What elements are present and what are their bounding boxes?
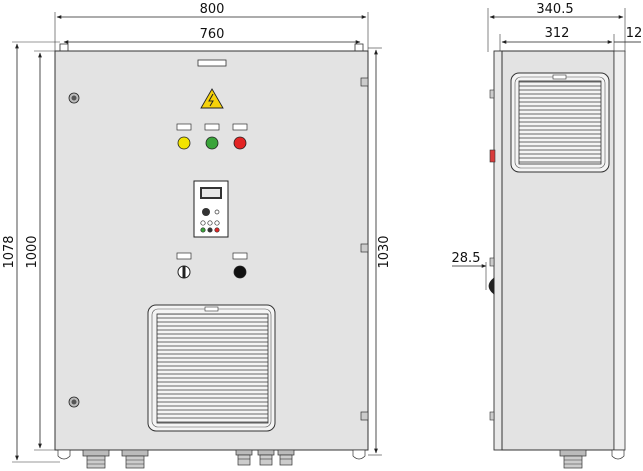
keypad-display [193,180,229,238]
dim-label-340-5: 340.5 [536,2,573,17]
indicator-lamp-red [233,136,247,150]
cable-gland [235,449,253,466]
cable-gland [257,449,275,466]
hinge [489,89,495,99]
indicator-label-plate [232,123,248,131]
vent-grille [147,304,276,432]
side-view: 340.5 312 12 [452,2,643,469]
side-door-edge [493,50,503,451]
cable-gland [82,449,110,469]
dim-label-28-5: 28.5 [452,251,481,266]
side-handle-knob [488,277,495,295]
dim-label-12: 12 [626,26,643,41]
top-nameplate [197,59,227,67]
dim-label-1078: 1078 [2,235,17,268]
dim-label-760: 760 [200,27,225,42]
hinge [489,257,495,267]
indicator-label-plate [176,123,192,131]
dim-label-312: 312 [545,26,570,41]
switch-label-plate [232,252,248,260]
dim-label-1000: 1000 [25,235,40,268]
warning-icon [200,88,224,109]
screw-icon [68,92,80,104]
cable-gland [277,449,295,466]
mount-tab-bottom-side [611,449,625,460]
push-button-black [233,265,247,279]
vent-grille [510,72,610,173]
switch-label-plate [176,252,192,260]
hinge [360,77,369,87]
side-red-tab [489,149,496,163]
mount-tab-bottom-left [57,449,71,460]
mount-tab-bottom-right [352,449,366,460]
cable-gland [121,449,149,469]
indicator-lamp-green [205,136,219,150]
side-back-rail [613,50,626,451]
dim-label-1030: 1030 [377,235,392,268]
cable-gland [559,449,587,469]
hinge [360,243,369,253]
screw-icon [68,396,80,408]
dim-label-800: 800 [200,2,225,17]
indicator-lamp-yellow [177,136,191,150]
indicator-label-plate [204,123,220,131]
selector-switch [177,265,191,279]
hinge [489,411,495,421]
front-view: 800 760 [2,2,392,469]
hinge [360,411,369,421]
